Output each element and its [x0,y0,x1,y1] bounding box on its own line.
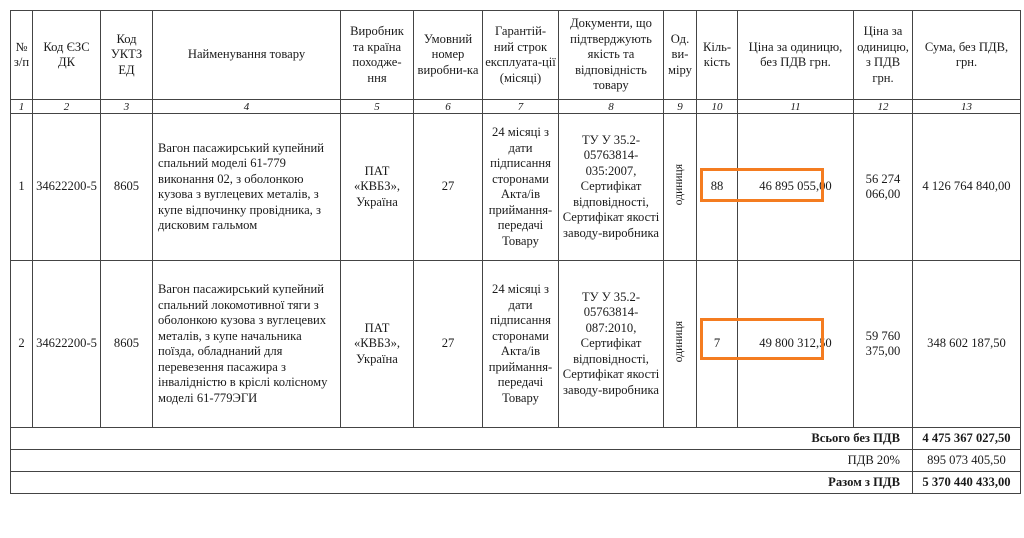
unit: одиниця [663,113,697,261]
header-cell: Умовний номер виробни-ка [413,10,483,100]
row-number: 1 [10,113,33,261]
highlight-box-row2 [700,318,824,360]
header-cell: Гарантій-ний строк експлуата-ції (місяці… [482,10,559,100]
header-cell: Ціна за одиницю, без ПДВ грн. [737,10,854,100]
col-number: 7 [482,99,559,114]
table-row: 1 34622200-5 8605 Вагон пасажирський куп… [10,113,1021,261]
row-number: 2 [10,260,33,428]
col-number: 6 [413,99,483,114]
manufacturer-number: 27 [413,113,483,261]
price-no-vat: 46 895 055,00 [737,113,854,261]
col-number: 4 [152,99,341,114]
total-row: Всього без ПДВ 4 475 367 027,50 [10,427,1021,450]
sum-no-vat: 4 126 764 840,00 [912,113,1021,261]
grand-total-value: 5 370 440 433,00 [912,471,1021,494]
grand-total-label: Разом з ПДВ [10,471,913,494]
col-number: 3 [100,99,153,114]
header-cell: Кіль-кість [696,10,738,100]
header-cell: Код УКТЗ ЕД [100,10,153,100]
column-number-row: 1 2 3 4 5 6 7 8 9 10 11 12 13 [10,99,1021,114]
cpv-code: 34622200-5 [32,113,101,261]
warranty: 24 місяці з дати підписання сторонами Ак… [482,260,559,428]
cpv-code: 34622200-5 [32,260,101,428]
unit-label: одиниця [673,321,686,363]
price-with-vat: 59 760 375,00 [853,260,913,428]
col-number: 9 [663,99,697,114]
header-cell: Од. ви-міру [663,10,697,100]
documents: ТУ У 35.2-05763814-087:2010, Сертифікат … [558,260,664,428]
manufacturer: ПАТ «КВБЗ», Україна [340,113,414,261]
uktzed-code: 8605 [100,260,153,428]
col-number: 12 [853,99,913,114]
vat-label: ПДВ 20% [10,449,913,472]
header-cell: Виробник та країна походже-ння [340,10,414,100]
price-with-vat: 56 274 066,00 [853,113,913,261]
manufacturer-number: 27 [413,260,483,428]
header-row: № з/п Код ЄЗС ДК Код УКТЗ ЕД Найменуванн… [10,10,1021,100]
manufacturer: ПАТ «КВБЗ», Україна [340,260,414,428]
unit-label: одиниця [673,164,686,206]
quantity: 88 [696,113,738,261]
unit: одиниця [663,260,697,428]
header-cell: Сума, без ПДВ, грн. [912,10,1021,100]
grand-total-row: Разом з ПДВ 5 370 440 433,00 [10,471,1021,494]
col-number: 5 [340,99,414,114]
header-cell: Ціна за одиницю, з ПДВ грн. [853,10,913,100]
warranty: 24 місяці з дати підписання сторонами Ак… [482,113,559,261]
header-cell: № з/п [10,10,33,100]
col-number: 13 [912,99,1021,114]
total-label: Всього без ПДВ [10,427,913,450]
col-number: 2 [32,99,101,114]
highlight-box-row1 [700,168,824,202]
col-number: 1 [10,99,33,114]
uktzed-code: 8605 [100,113,153,261]
documents: ТУ У 35.2-05763814-035:2007, Сертифікат … [558,113,664,261]
header-cell: Найменування товару [152,10,341,100]
table-row: 2 34622200-5 8605 Вагон пасажирський куп… [10,260,1021,428]
header-cell: Документи, що підтверджують якість та ві… [558,10,664,100]
vat-row: ПДВ 20% 895 073 405,50 [10,449,1021,472]
col-number: 10 [696,99,738,114]
sum-no-vat: 348 602 187,50 [912,260,1021,428]
col-number: 8 [558,99,664,114]
col-number: 11 [737,99,854,114]
product-name: Вагон пасажирський купейний спальний лок… [152,260,341,428]
vat-value: 895 073 405,50 [912,449,1021,472]
specification-table: № з/п Код ЄЗС ДК Код УКТЗ ЕД Найменуванн… [10,10,1021,494]
header-cell: Код ЄЗС ДК [32,10,101,100]
product-name: Вагон пасажирський купейний спальний мод… [152,113,341,261]
total-value: 4 475 367 027,50 [912,427,1021,450]
